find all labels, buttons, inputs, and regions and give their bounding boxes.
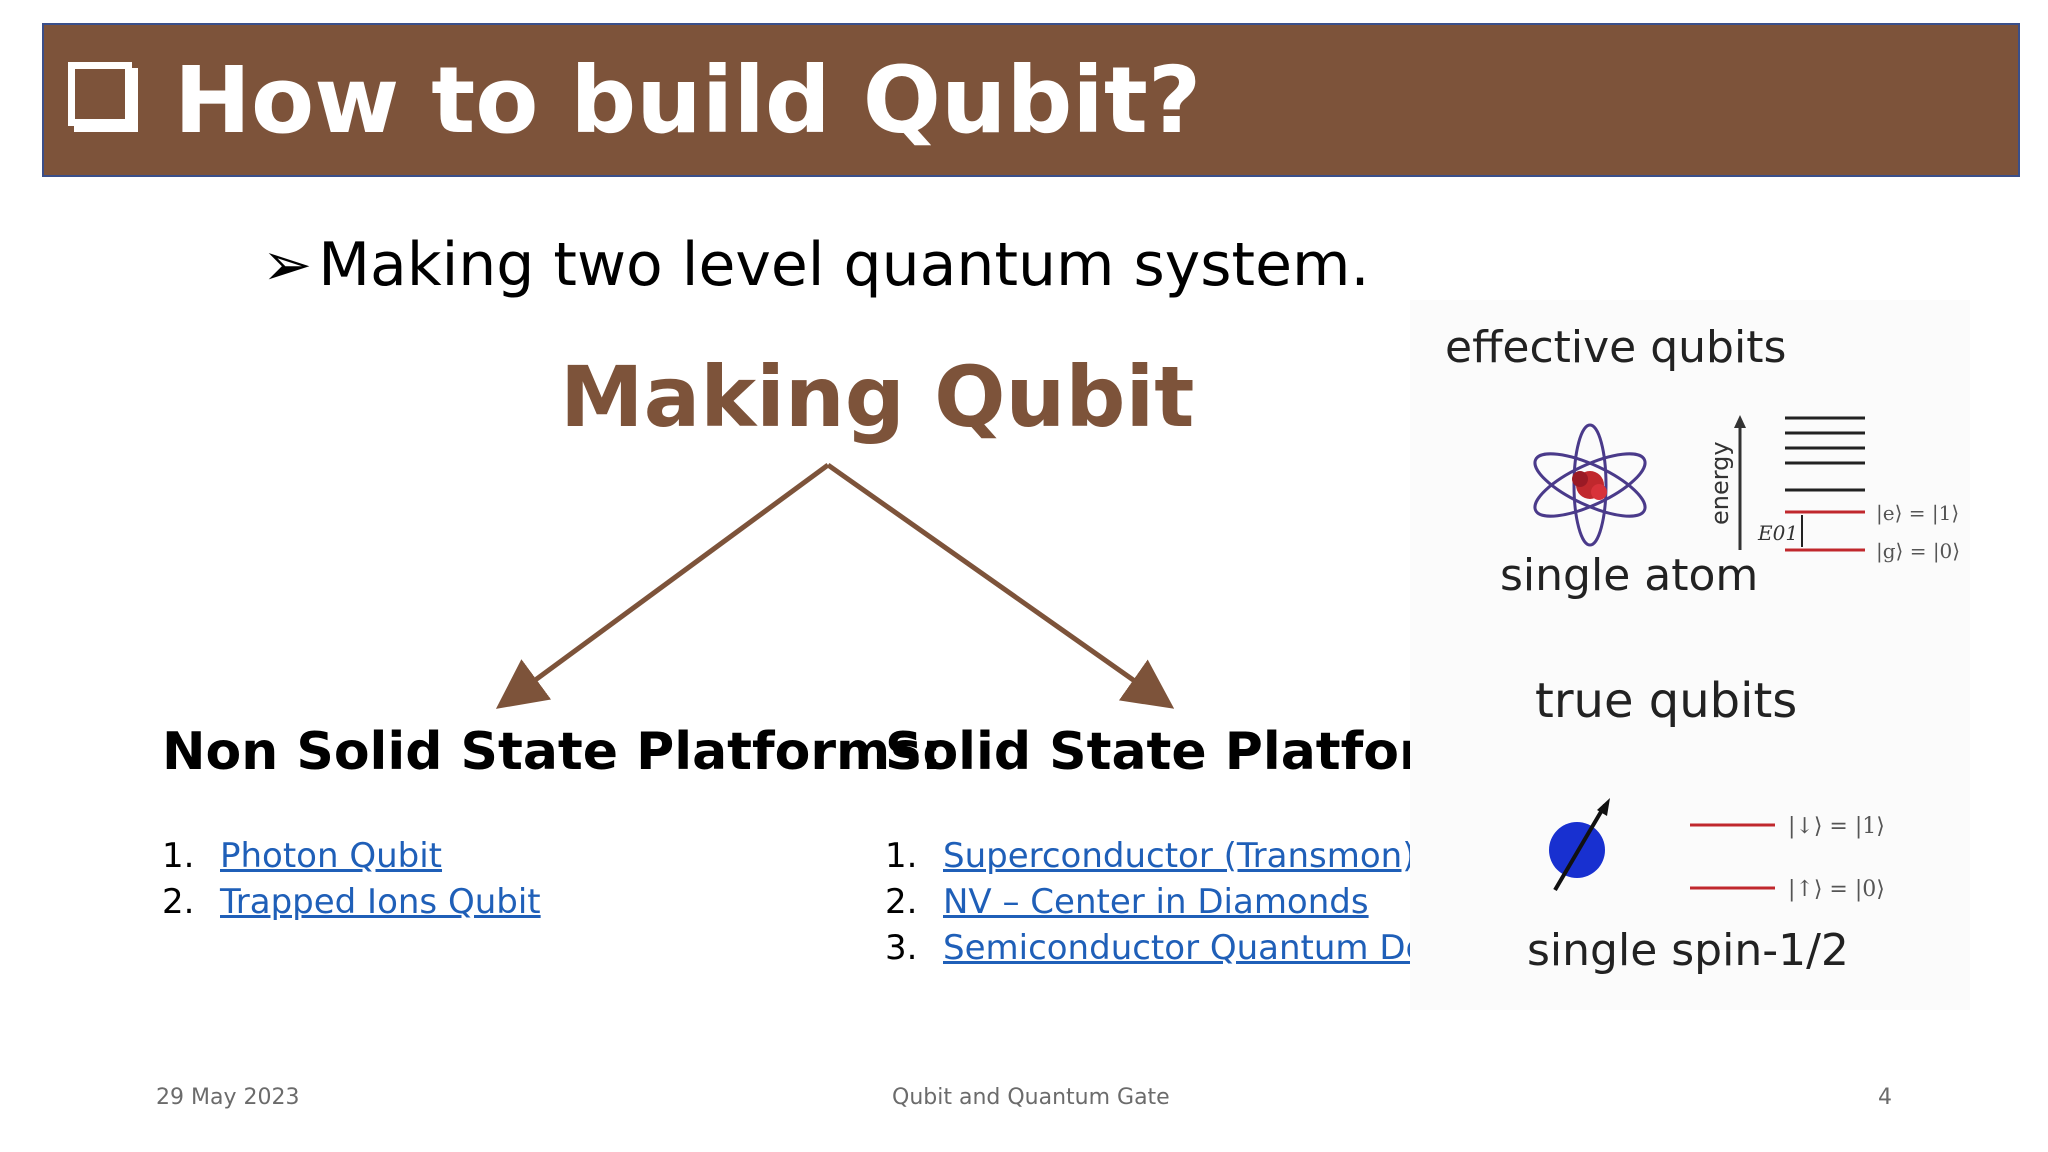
spin-up-state-label: |↑⟩ = |0⟩ [1788, 877, 1885, 902]
non-solid-list: 1.Photon Qubit 2.Trapped Ions Qubit [162, 833, 541, 925]
figure-drawing: energy E01 |e⟩ = |1⟩ |g⟩ = |0⟩ |↓⟩ = |1⟩… [1533, 415, 1960, 902]
list-item: 2.Trapped Ions Qubit [162, 879, 541, 925]
quantum-dot-link[interactable]: Semiconductor Quantum Dot [943, 928, 1440, 968]
checkbox-bullet-icon [68, 62, 138, 132]
right-branch-arrow [826, 462, 1175, 709]
ground-state-label: |g⟩ = |0⟩ [1876, 539, 1960, 564]
energy-label: energy [1706, 441, 1734, 525]
page-number: 4 [1878, 1085, 1892, 1110]
list-item: 1.Photon Qubit [162, 833, 541, 879]
title-bar: How to build Qubit? [42, 23, 2020, 177]
true-qubits-label: true qubits [1535, 673, 1798, 729]
non-solid-heading: Non Solid State Platforms: [162, 722, 942, 782]
list-item: 3.Semiconductor Quantum Dot [885, 925, 1440, 971]
bullet-point: ➢Making two level quantum system. [262, 232, 1370, 298]
excited-state-label: |e⟩ = |1⟩ [1876, 501, 1959, 526]
slide-title: How to build Qubit? [174, 47, 1202, 154]
bullet-text: Making two level quantum system. [318, 230, 1370, 300]
footer-date: 29 May 2023 [156, 1085, 300, 1110]
single-atom-label: single atom [1500, 550, 1759, 601]
trapped-ions-link[interactable]: Trapped Ions Qubit [220, 882, 541, 922]
e01-label: E01 [1757, 521, 1798, 545]
spin-icon [1549, 798, 1610, 892]
superconductor-link[interactable]: Superconductor (Transmon) [943, 836, 1416, 876]
footer-title: Qubit and Quantum Gate [892, 1085, 1170, 1110]
list-item: 2.NV – Center in Diamonds [885, 879, 1440, 925]
single-spin-label: single spin-1/2 [1527, 925, 1849, 976]
spin-down-state-label: |↓⟩ = |1⟩ [1788, 814, 1885, 839]
atom-icon [1533, 423, 1647, 547]
photon-qubit-link[interactable]: Photon Qubit [220, 836, 443, 876]
nv-center-link[interactable]: NV – Center in Diamonds [943, 882, 1369, 922]
effective-qubits-label: effective qubits [1445, 322, 1787, 373]
solid-list: 1.Superconductor (Transmon) 2.NV – Cente… [885, 833, 1440, 971]
left-branch-arrow [495, 462, 830, 709]
qubit-types-figure: effective qubits energy E01 |e⟩ = |1⟩ |g… [1410, 300, 1970, 1010]
arrow-bullet-icon: ➢ [262, 230, 313, 300]
list-item: 1.Superconductor (Transmon) [885, 833, 1440, 879]
center-heading: Making Qubit [560, 348, 1195, 446]
